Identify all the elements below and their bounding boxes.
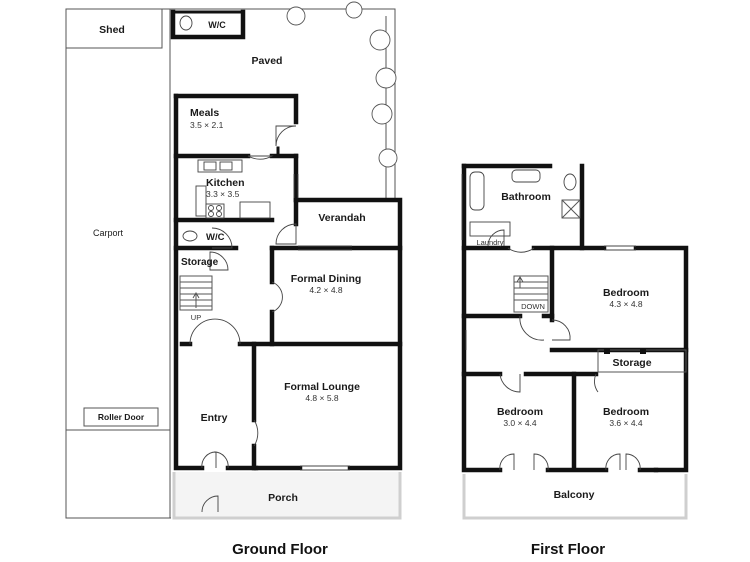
kitchen-fixtures [195,159,271,219]
first-floor [461,163,689,520]
label-formal-dining: Formal Dining [291,273,362,285]
porch-door [201,495,219,513]
site-boundary [65,9,171,519]
label-roller-door: Roller Door [98,412,145,422]
label-bathroom: Bathroom [501,191,551,203]
dims-bedroom-left: 3.0 × 4.4 [503,418,537,428]
roller-door-box [83,407,159,427]
dims-kitchen: 3.3 × 3.5 [206,189,240,199]
label-wc: W/C [206,232,225,243]
label-stair-down: DOWN [521,302,545,311]
label-outdoor-wc: W/C [208,20,226,30]
dims-bedroom-main: 4.3 × 4.8 [609,299,643,309]
dims-bedroom-right: 3.6 × 4.4 [609,418,643,428]
first-floor-title: First Floor [531,541,605,558]
toilet-icon [179,15,193,31]
dims-formal-dining: 4.2 × 4.8 [309,285,343,295]
storage-post [604,348,610,354]
labels: Shed W/C Paved Meals 3.5 × 2.1 Kitchen 3… [93,20,652,558]
shed [65,8,163,49]
label-meals: Meals [190,107,219,119]
label-shed: Shed [99,24,125,36]
label-bedroom-left: Bedroom [497,406,543,418]
first-floor-doors [461,174,641,471]
porch-area [174,472,400,518]
label-porch: Porch [268,492,298,504]
label-ff-storage: Storage [612,357,651,369]
label-storage: Storage [181,257,219,268]
ff-west-wall [461,163,503,473]
bathroom-fixtures [469,169,581,237]
porch-outline [172,472,402,520]
label-bedroom-main: Bedroom [603,287,649,299]
label-paved: Paved [252,55,283,67]
trees [286,1,398,168]
label-stair-up: UP [191,313,201,322]
label-bedroom-right: Bedroom [603,406,649,418]
label-balcony: Balcony [554,489,595,501]
dims-meals: 3.5 × 2.1 [190,120,224,130]
ground-floor [65,1,403,520]
dims-formal-lounge: 4.8 × 5.8 [305,393,339,403]
meals-north-wall [173,93,299,125]
wc-toilet-icon [182,230,198,242]
label-verandah: Verandah [318,212,365,224]
outdoor-wc-walls [170,9,246,40]
balcony-outline [462,474,688,520]
label-formal-lounge: Formal Lounge [284,381,360,393]
storage-post-2 [640,348,646,354]
stairs-up [179,275,213,311]
house-east-wall [293,197,403,471]
label-kitchen: Kitchen [206,177,245,189]
label-entry: Entry [201,412,228,424]
label-laundry: Laundry [476,238,503,247]
ground-doors [189,125,352,471]
stairs-down [513,275,549,313]
ground-floor-title: Ground Floor [232,541,328,558]
site-boundary-top [66,8,396,200]
label-carport: Carport [93,228,124,238]
